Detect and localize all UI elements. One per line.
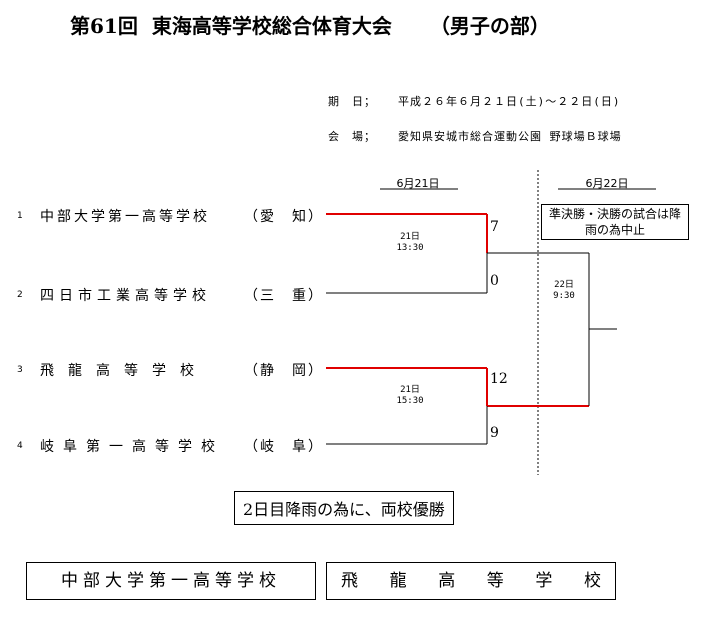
team-name-1: 中部大学第一高等学校 <box>40 209 210 225</box>
venue-label: 会 場； <box>328 130 376 143</box>
title-name: 東海高等学校総合体育大会 <box>151 14 392 38</box>
match1-date: 21日 <box>400 232 420 242</box>
venue-value: 愛知県安城市総合運動公園 野球場Ｂ球場 <box>398 130 622 143</box>
title-division: （男子の部） <box>429 14 550 38</box>
champion-2-char: 高 <box>438 571 456 591</box>
team-pref-1: （愛 知） <box>244 209 324 225</box>
champion-2: 飛龍高等学校 <box>326 562 616 600</box>
team-number-4: 4 <box>17 441 23 451</box>
team-number-2: 2 <box>17 290 23 300</box>
team-name-2: 四日市工業高等学校 <box>40 288 211 304</box>
team-number-1: 1 <box>17 211 23 221</box>
score-team2: 0 <box>490 273 499 289</box>
final-date: 22日 <box>554 280 574 290</box>
venue-row: 会 場； 愛知県安城市総合運動公園 野球場Ｂ球場 <box>328 128 622 144</box>
final-time: 22日 9:30 <box>544 280 584 302</box>
date-row: 期 日； 平成２６年６月２１日(土)～２２日(日) <box>328 93 621 109</box>
title-edition: 第61回 <box>70 14 138 38</box>
champion-2-char: 等 <box>486 571 504 591</box>
score-team1: 7 <box>490 219 499 235</box>
champion-2-char: 飛 <box>341 571 358 591</box>
match1-hour: 13:30 <box>396 243 424 253</box>
day-header-1: 6月21日 <box>396 177 440 190</box>
score-team3: 12 <box>490 371 508 387</box>
team-pref-2: （三 重） <box>244 288 324 304</box>
date-label: 期 日； <box>328 95 376 108</box>
champion-2-char: 学 <box>535 571 553 591</box>
score-team4: 9 <box>490 425 499 441</box>
team-number-3: 3 <box>17 365 23 375</box>
date-value: 平成２６年６月２１日(土)～２２日(日) <box>398 95 621 108</box>
champion-2-char: 校 <box>583 571 601 591</box>
champion-2-char: 龍 <box>389 571 407 591</box>
match2-hour: 15:30 <box>396 396 424 406</box>
page-title: 第61回東海高等学校総合体育大会 （男子の部） <box>70 10 550 39</box>
team-pref-3: （静 岡） <box>244 363 324 379</box>
team-name-3: 飛 龍 高 等 学 校 <box>40 363 194 379</box>
match2-date: 21日 <box>400 385 420 395</box>
team-pref-4: （岐 阜） <box>244 439 324 455</box>
day-header-2: 6月22日 <box>585 177 629 190</box>
champion-1: 中部大学第一高等学校 <box>26 562 316 600</box>
final-hour: 9:30 <box>553 291 575 301</box>
match2-time: 21日 15:30 <box>385 385 435 407</box>
rain-cancel-note: 準決勝・決勝の試合は降雨の為中止 <box>541 204 689 240</box>
result-box: 2日目降雨の為に、両校優勝 <box>234 491 454 525</box>
team-name-4: 岐阜第一高等学校 <box>40 439 224 455</box>
match1-time: 21日 13:30 <box>385 232 435 254</box>
